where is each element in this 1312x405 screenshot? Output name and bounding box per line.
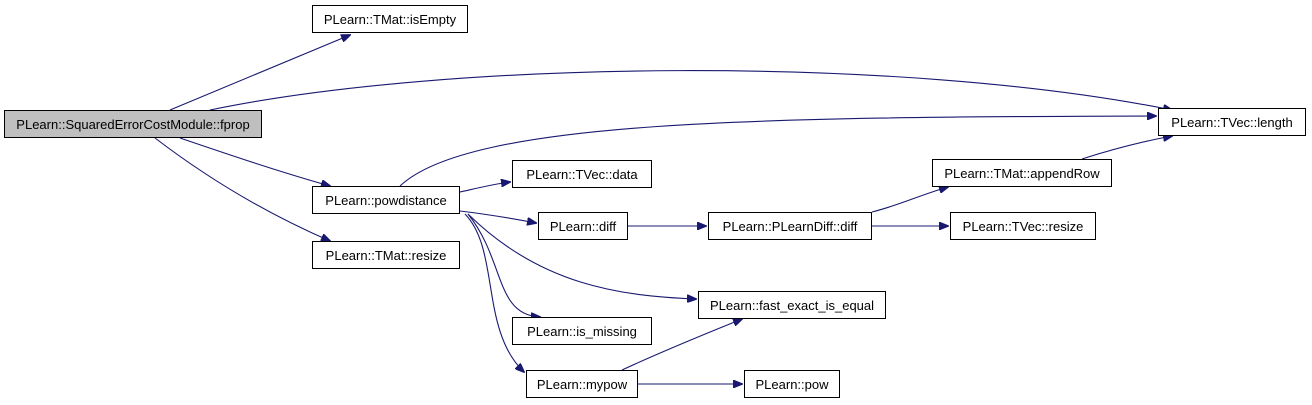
node-fprop[interactable]: PLearn::SquaredErrorCostModule::fprop [4, 110, 262, 138]
node-tvec-length[interactable]: PLearn::TVec::length [1158, 108, 1306, 136]
edge-fprop-to-length [209, 70, 1172, 110]
edge-powdistance-to-length [399, 116, 1156, 187]
edge-powdistance-to-diff [459, 210, 536, 223]
edge-fprop-to-tmat-resize [154, 137, 330, 241]
node-fast-exact-is-equal[interactable]: PLearn::fast_exact_is_equal [698, 291, 886, 319]
node-pow[interactable]: PLearn::pow [744, 370, 840, 398]
edge-fprop-to-powdistance [179, 137, 330, 186]
node-powdistance[interactable]: PLearn::powdistance [312, 186, 460, 214]
edge-appendRow-to-length [1081, 136, 1172, 160]
edge-fprop-to-isEmpty [169, 35, 350, 111]
node-tmat-resize[interactable]: PLearn::TMat::resize [312, 241, 460, 269]
edge-plearndiff-diff-to-appendRow [871, 187, 948, 213]
edge-powdistance-to-data [459, 182, 510, 193]
node-diff[interactable]: PLearn::diff [538, 212, 628, 240]
edge-powdistance-to-fast-exact-is-equal [467, 213, 696, 299]
node-tmat-isempty[interactable]: PLearn::TMat::isEmpty [312, 5, 468, 33]
edge-powdistance-to-mypow [464, 213, 524, 372]
node-plearndiff-diff[interactable]: PLearn::PLearnDiff::diff [708, 212, 872, 240]
node-tvec-resize[interactable]: PLearn::TVec::resize [950, 212, 1096, 240]
edge-powdistance-to-is-missing [467, 213, 540, 317]
edge-mypow-to-fast-exact-is-equal [621, 319, 742, 371]
node-is-missing[interactable]: PLearn::is_missing [512, 317, 652, 345]
node-tvec-data[interactable]: PLearn::TVec::data [512, 160, 652, 188]
node-tmat-appendrow[interactable]: PLearn::TMat::appendRow [932, 159, 1112, 187]
node-mypow[interactable]: PLearn::mypow [526, 370, 638, 398]
